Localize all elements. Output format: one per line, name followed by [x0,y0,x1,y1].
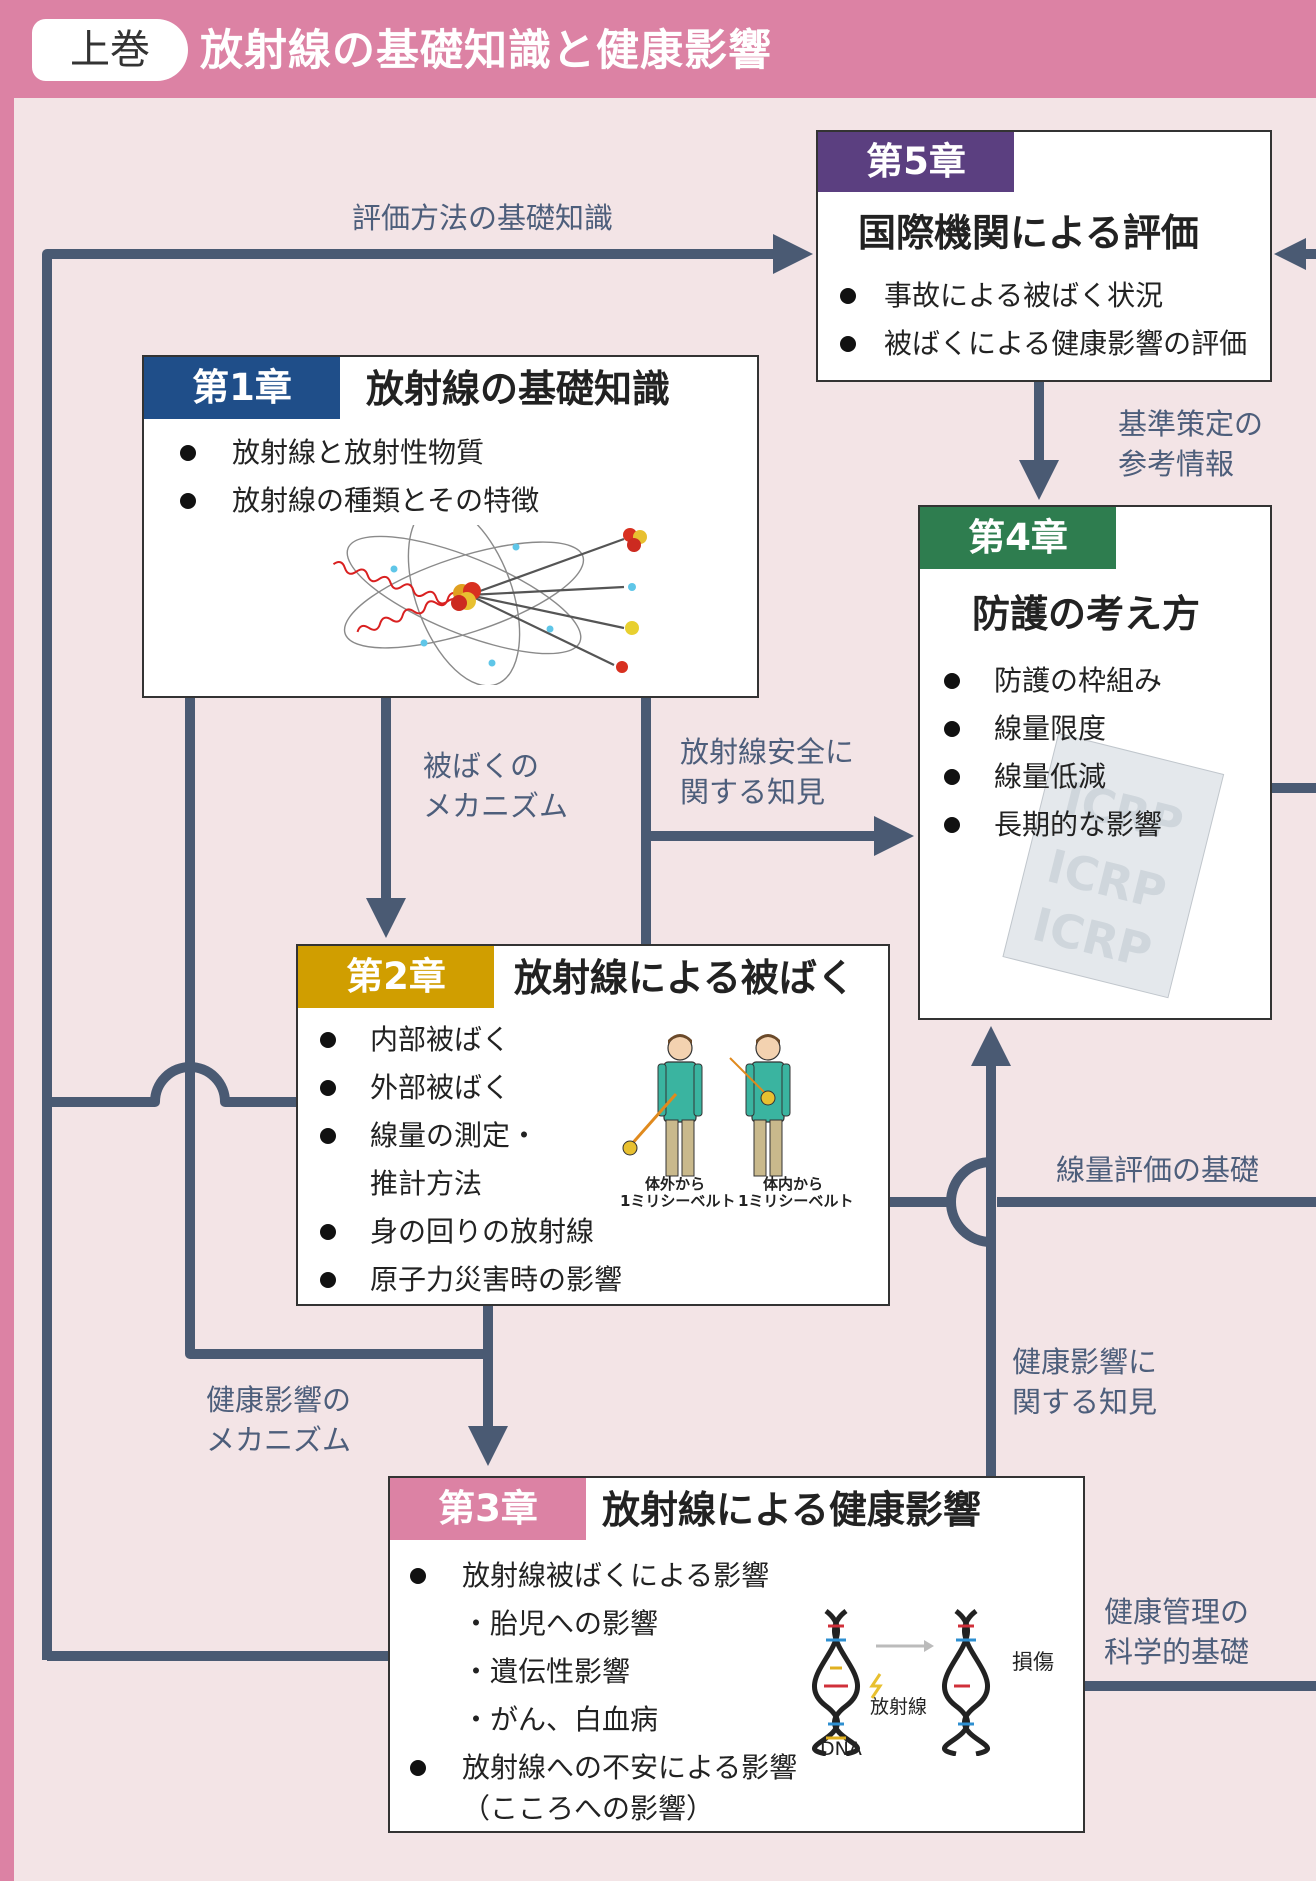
list-item: 防護の枠組み [944,657,1162,705]
chapter1-title: 放射線の基礎知識 [366,367,671,411]
sub-list-item: ・がん、白血病 [462,1703,659,1736]
label-dose-eval-basics: 線量評価の基礎 [1056,1153,1260,1187]
icrp-report-cover: ICRP ICRP ICRP [1002,732,1225,999]
list-item: 放射線への不安による影響 [410,1744,797,1792]
header-bar [0,0,1316,98]
dna-illustration [811,1609,991,1756]
chapter5-title: 国際機関による評価 [858,211,1199,255]
list-item: 事故による被ばく状況 [840,272,1247,320]
list-item: 推計方法 [370,1167,483,1200]
list-item: 線量低減 [944,753,1162,801]
label-eval-basics: 評価方法の基礎知識 [352,201,614,235]
radiation-label: 放射線 [870,1696,928,1718]
list-item: 長期的な影響 [944,801,1162,849]
chapter4-box: 第4章 ICRP ICRP ICRP 防護の考え方 防護の枠組み 線量限度 線量… [918,505,1272,1020]
sub-list-item: ・胎児への影響 [462,1607,659,1640]
list-item: 原子力災害時の影響 [320,1256,622,1304]
chapter1-tag: 第1章 [144,357,340,419]
atom-illustration [332,525,647,685]
chapter2-title: 放射線による被ばく [514,956,855,1000]
damage-label: 損傷 [1012,1650,1054,1674]
label-health-management: 健康管理の科学的基礎 [1104,1595,1250,1669]
chapter1-items: 放射線と放射性物質 放射線の種類とその特徴 [180,429,539,525]
list-item: 被ばくによる健康影響の評価 [840,320,1247,368]
chapter5-tag: 第5章 [818,132,1014,192]
list-item: 内部被ばく [320,1016,622,1064]
list-item: 外部被ばく [320,1064,622,1112]
chapter5-box: 第5章 国際機関による評価 事故による被ばく状況 被ばくによる健康影響の評価 [816,130,1272,382]
label-standard-ref: 基準策定の参考情報 [1118,407,1264,481]
chapter2-items: 内部被ばく 外部被ばく 線量の測定・ 推計方法 身の回りの放射線 原子力災害時の… [320,1016,622,1304]
left-border [0,98,14,1881]
list-item: 線量限度 [944,705,1162,753]
dna-label: DNA [820,1738,862,1760]
chapter3-tag: 第3章 [390,1478,586,1540]
chapter3-title: 放射線による健康影響 [602,1488,981,1532]
chapter3-box: 第3章 放射線による健康影響 放射線被ばくによる影響 ・胎児への影響 ・遺伝性影… [388,1476,1085,1833]
list-item: 身の回りの放射線 [320,1208,622,1256]
page-title: 放射線の基礎知識と健康影響 [200,26,772,76]
chapter2-box: 第2章 放射線による被ばく 内部被ばく 外部被ばく 線量の測定・ 推計方法 身の… [296,944,890,1306]
chapter1-box: 第1章 放射線の基礎知識 放射線と放射性物質 放射線の種類とその特徴 [142,355,759,698]
chapter4-title: 防護の考え方 [972,592,1201,636]
chapter4-items: 防護の枠組み 線量限度 線量低減 長期的な影響 [944,657,1162,849]
exposure-figures [622,1034,791,1177]
list-item: 放射線と放射性物質 [180,429,539,477]
label-health-mechanism: 健康影響のメカニズム [206,1383,352,1457]
label-health-knowledge: 健康影響に関する知見 [1012,1345,1158,1419]
list-item: 放射線被ばくによる影響 [410,1552,797,1600]
chapter4-tag: 第4章 [920,507,1116,569]
list-item: 放射線の種類とその特徴 [180,477,539,525]
list-item: 線量の測定・ [320,1112,622,1160]
chapter5-items: 事故による被ばく状況 被ばくによる健康影響の評価 [840,272,1247,368]
label-exposure-mechanism: 被ばくのメカニズム [423,749,569,823]
chapter3-items: 放射線被ばくによる影響 ・胎児への影響 ・遺伝性影響 ・がん、白血病 放射線への… [410,1552,797,1826]
label-safety-knowledge: 放射線安全に関する知見 [680,735,855,809]
volume-badge: 上巻 [32,19,188,81]
sub-list-item: ・遺伝性影響 [462,1655,631,1688]
chapter2-tag: 第2章 [298,946,494,1008]
list-item-note: （こころへの影響） [462,1792,715,1825]
